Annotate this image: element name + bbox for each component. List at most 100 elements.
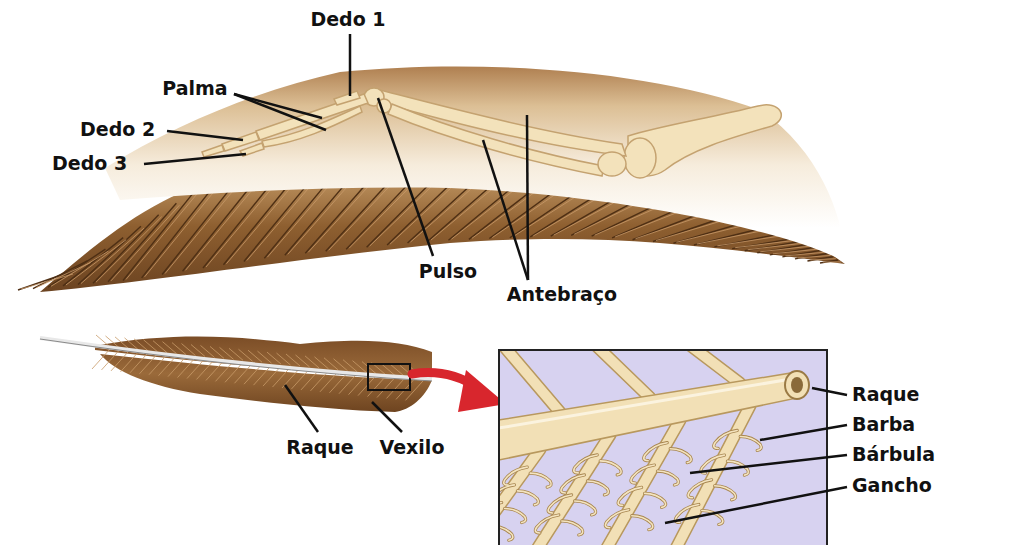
barb-line — [187, 359, 205, 379]
barb-line — [305, 356, 319, 368]
barb-line — [153, 341, 167, 353]
barbule-hook — [504, 467, 527, 485]
feather-highlight — [81, 228, 144, 283]
barb-line — [178, 358, 196, 378]
barb-line — [324, 358, 338, 370]
feather-highlight — [636, 214, 708, 239]
part-label: Barba — [850, 413, 917, 435]
barb-line — [353, 361, 367, 373]
barbule-hook — [657, 471, 678, 485]
barbule-hook — [587, 481, 608, 495]
barb-line — [216, 361, 234, 381]
feather-edge — [183, 181, 255, 271]
barb-line — [320, 372, 338, 392]
barb-line — [225, 362, 243, 382]
part-label: Dedo 1 — [308, 8, 387, 30]
barb-line — [239, 349, 253, 361]
wing-coverts — [105, 66, 845, 262]
barb-line — [159, 356, 177, 376]
barbule-hook — [688, 480, 711, 498]
barbule-hook — [605, 510, 628, 528]
feather-highlight — [186, 183, 258, 270]
barbule-hook — [631, 465, 654, 483]
barb-line — [121, 352, 139, 372]
barb-shape — [500, 351, 560, 412]
barbule-hook — [535, 515, 558, 533]
barbule-hook — [517, 491, 538, 505]
barbule-hook — [740, 436, 761, 450]
barbule-hook — [504, 467, 527, 485]
feather-highlight — [66, 240, 126, 285]
feather-highlight — [676, 224, 748, 242]
feather-edge — [820, 260, 838, 263]
barbule-hook — [575, 501, 596, 515]
feather-edge — [142, 186, 214, 277]
barb-line — [381, 364, 395, 376]
barb-line — [140, 354, 158, 374]
barbule-hook — [500, 526, 513, 540]
barbule-hook — [632, 516, 653, 530]
barb-line — [197, 359, 215, 379]
barbule-hook — [587, 481, 608, 495]
feather-highlight — [126, 194, 197, 280]
barbule-hook — [530, 473, 551, 487]
barbule-hook — [561, 475, 584, 493]
barbule-hook — [505, 509, 526, 523]
barb-line — [311, 371, 329, 391]
part-label: Bárbula — [850, 443, 937, 465]
part-label: Dedo 2 — [78, 118, 157, 140]
feather-highlight — [810, 259, 835, 260]
barbule-hook — [500, 485, 514, 503]
barb-line — [330, 373, 348, 393]
barbule-hook — [714, 430, 737, 448]
inset-detail — [500, 351, 809, 545]
barb-line — [201, 345, 215, 357]
feather-highlight — [51, 251, 108, 286]
barb-line — [130, 353, 148, 373]
feather-highlight — [36, 263, 91, 288]
part-label: Palma — [160, 77, 229, 99]
feather-edge — [162, 184, 234, 275]
vane-lines — [92, 335, 424, 400]
barbule-hook — [618, 487, 641, 505]
barb-line — [258, 351, 272, 363]
barbule-hook — [517, 491, 538, 505]
feather-highlight — [656, 219, 728, 241]
barbule-hook — [500, 485, 514, 503]
barb-line — [334, 359, 348, 371]
barb-line — [111, 351, 129, 371]
barbule-hook — [500, 526, 513, 540]
feather-highlight — [823, 261, 841, 262]
barb-line — [210, 346, 224, 358]
barbule-hook — [618, 487, 641, 505]
barbule-hook — [715, 486, 736, 500]
barbule-hook — [600, 461, 621, 475]
barbule-hook — [670, 449, 691, 463]
part-label: Antebraço — [505, 283, 619, 305]
barbule-hook — [632, 516, 653, 530]
barbule-hook — [505, 509, 526, 523]
barb-line — [339, 374, 357, 394]
feather-highlight — [165, 186, 237, 274]
barb-shape — [500, 351, 560, 412]
barb-line — [282, 368, 300, 388]
barbule-hook — [631, 465, 654, 483]
barbule-hook — [714, 430, 737, 448]
feather-highlight — [145, 188, 217, 276]
part-label: Gancho — [850, 474, 934, 496]
barb-shape — [600, 420, 680, 545]
feather-highlight — [697, 229, 769, 244]
barb-line — [296, 355, 310, 367]
barb-line — [277, 353, 291, 365]
barb-line — [368, 377, 386, 397]
barb-line — [92, 349, 110, 369]
part-label: Pulso — [417, 260, 479, 282]
barb-line — [102, 350, 120, 370]
barb-line — [248, 350, 262, 362]
barbule-hook — [535, 515, 558, 533]
barb-line — [235, 363, 253, 383]
part-label: Dedo 3 — [50, 152, 129, 174]
barbule-hook — [670, 449, 691, 463]
barb-shape — [580, 351, 650, 398]
